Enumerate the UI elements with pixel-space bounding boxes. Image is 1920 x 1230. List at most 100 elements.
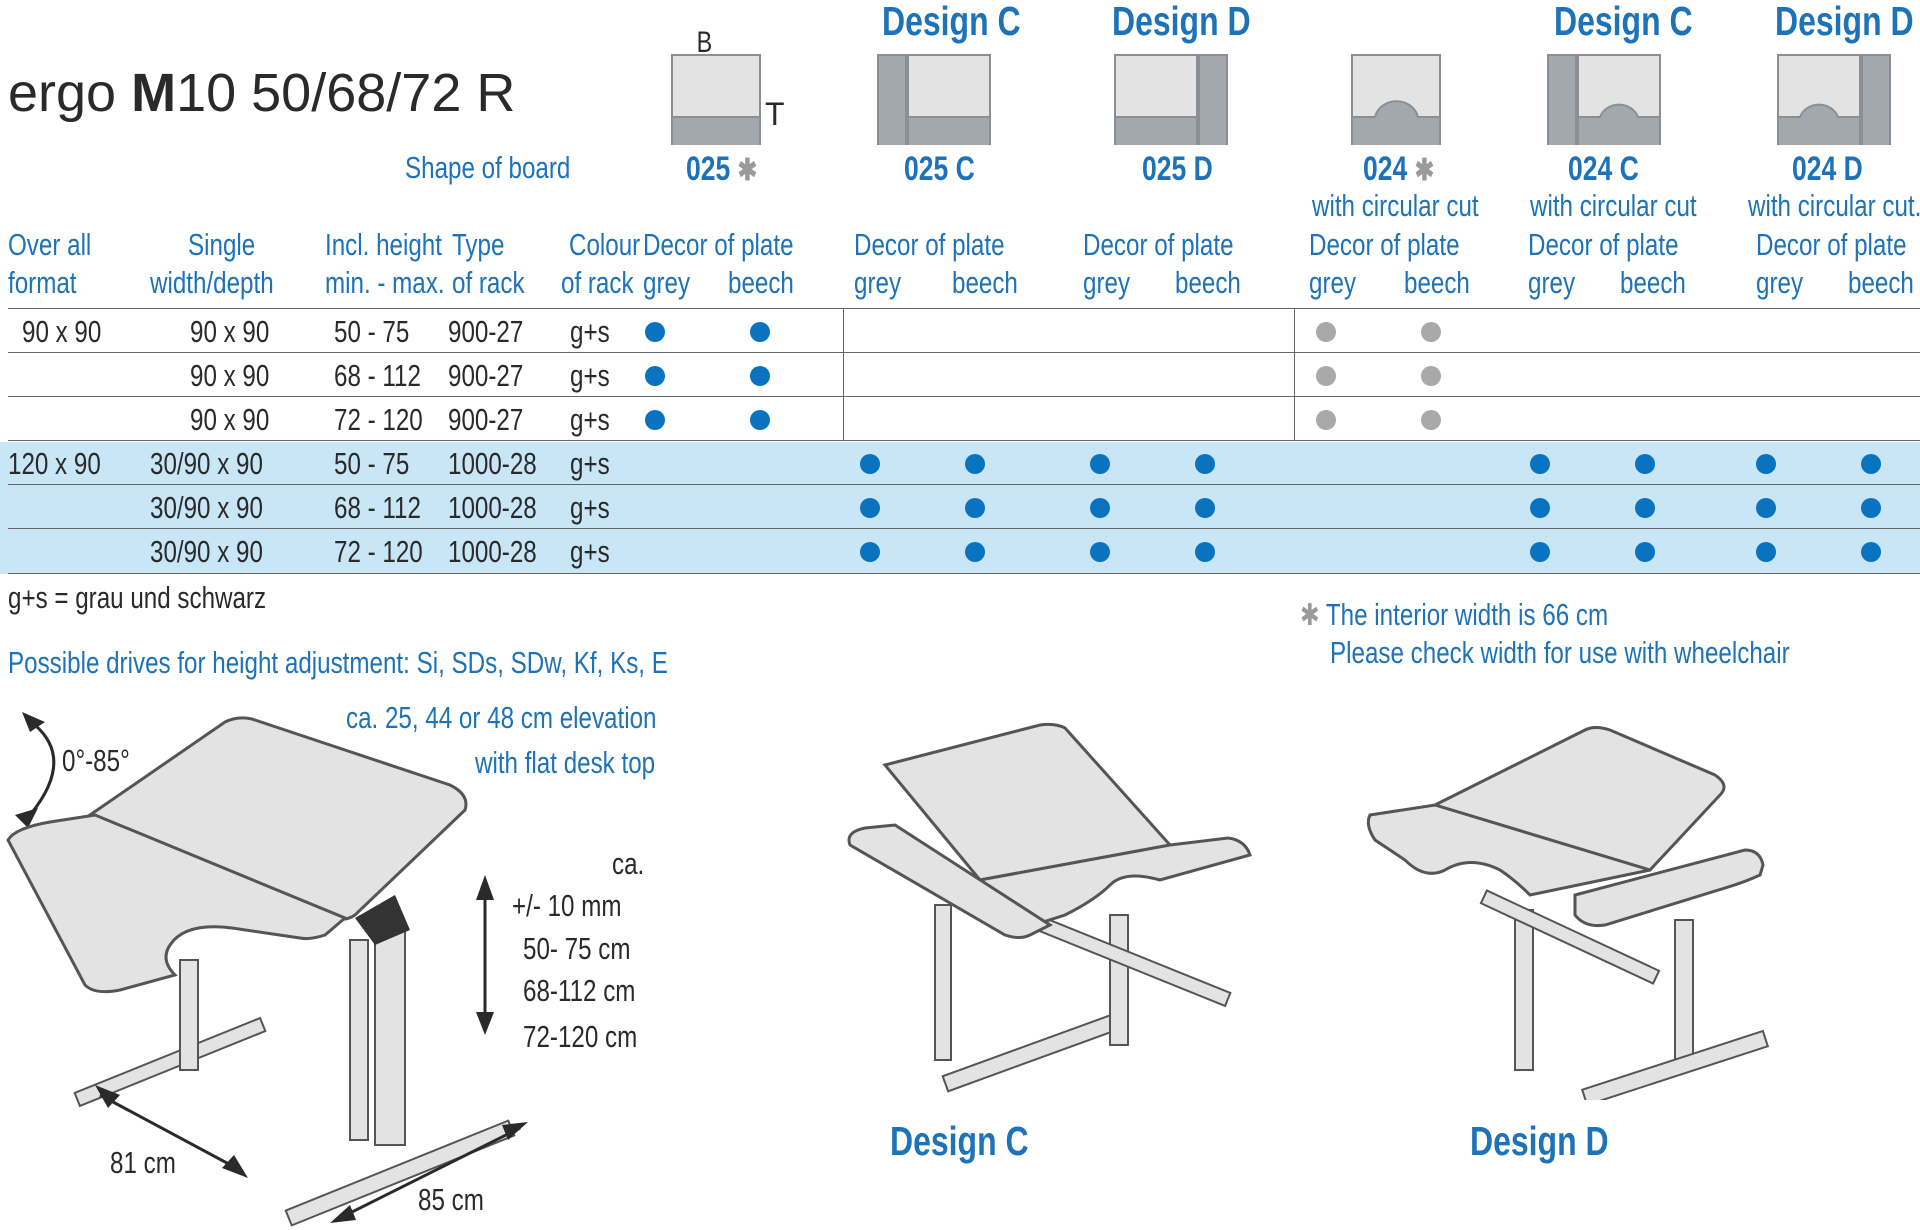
cell-colour: g+s <box>570 314 610 349</box>
availability-dot <box>1635 498 1655 518</box>
b-letter: B <box>697 25 713 58</box>
availability-dot <box>1530 454 1550 474</box>
cell-height: 68 - 112 <box>334 358 421 393</box>
footnote-line1: ✱ The interior width is 66 cm <box>1300 597 1609 632</box>
elevation-line2: with flat desk top <box>475 745 656 780</box>
cell-height: 68 - 112 <box>334 490 421 525</box>
availability-dot <box>1635 542 1655 562</box>
availability-dot <box>1530 498 1550 518</box>
code-024c: 024 C <box>1568 150 1639 188</box>
availability-dot <box>860 454 880 474</box>
availability-dot <box>1635 454 1655 474</box>
availability-dot <box>1861 542 1881 562</box>
col-divider <box>1294 309 1295 441</box>
hdr-rack-2: of rack <box>452 265 525 300</box>
hdr-rack-1: Type <box>452 227 505 262</box>
availability-dot <box>645 410 665 430</box>
row-divider <box>8 484 1920 485</box>
depth-label: 81 cm <box>110 1145 176 1180</box>
hdr-decor-024: Decor of plate <box>1309 227 1460 262</box>
hdr-single-2: width/depth <box>150 265 274 300</box>
elevation-line1: ca. 25, 44 or 48 cm elevation <box>346 700 657 735</box>
range-label-1: +/- 10 mm <box>512 888 622 923</box>
range-label-3: 68-112 cm <box>523 973 636 1008</box>
hdr-beech-024: beech <box>1404 265 1470 300</box>
desk-illustration <box>6 712 528 1227</box>
cell-rack: 900-27 <box>448 314 524 349</box>
hdr-beech-025: beech <box>728 265 794 300</box>
legend-text: g+s = grau und schwarz <box>8 580 267 615</box>
table-row: 30/90 x 90 72 - 120 1000-28 g+s <box>0 530 1920 574</box>
cell-height: 72 - 120 <box>334 402 423 437</box>
availability-dot-grey <box>1421 366 1441 386</box>
cell-rack: 900-27 <box>448 402 524 437</box>
availability-dot <box>1090 498 1110 518</box>
availability-dot <box>1861 498 1881 518</box>
hdr-overall-1: Over all <box>8 227 92 262</box>
hdr-decor-025: Decor of plate <box>643 227 794 262</box>
availability-dot <box>965 454 985 474</box>
cell-height: 50 - 75 <box>334 446 410 481</box>
hdr-grey-024d: grey <box>1756 265 1804 300</box>
cell-height: 50 - 75 <box>334 314 410 349</box>
tilt-label: 0°-85° <box>62 743 130 778</box>
code-024: 024 ✱ <box>1363 150 1435 188</box>
hdr-beech-025c: beech <box>952 265 1018 300</box>
design-c-illustration <box>847 722 1252 1093</box>
caption-design-c: Design C <box>890 1118 1029 1164</box>
cell-single: 30/90 x 90 <box>150 446 263 481</box>
cell-overall: 120 x 90 <box>8 446 101 481</box>
hdr-beech-025d: beech <box>1175 265 1241 300</box>
availability-dot <box>1756 454 1776 474</box>
availability-dot <box>750 366 770 386</box>
cell-single: 90 x 90 <box>190 402 270 437</box>
availability-dot <box>860 498 880 518</box>
availability-dot <box>1090 454 1110 474</box>
row-divider <box>8 396 1920 397</box>
availability-dot <box>965 498 985 518</box>
sub-024d: with circular cut. <box>1748 188 1920 223</box>
availability-dot <box>1861 454 1881 474</box>
cell-single: 90 x 90 <box>190 358 270 393</box>
cell-height: 72 - 120 <box>334 534 423 569</box>
cell-rack: 1000-28 <box>448 534 537 569</box>
hdr-height-1: Incl. height <box>325 227 442 262</box>
cell-single: 90 x 90 <box>190 314 270 349</box>
availability-dot <box>1530 542 1550 562</box>
cell-colour: g+s <box>570 534 610 569</box>
hdr-decor-025c: Decor of plate <box>854 227 1005 262</box>
t-letter: T <box>765 96 785 132</box>
hdr-decor-025d: Decor of plate <box>1083 227 1234 262</box>
hdr-decor-024d: Decor of plate <box>1756 227 1907 262</box>
cell-rack: 1000-28 <box>448 490 537 525</box>
width-label: 85 cm <box>418 1182 484 1217</box>
availability-dot <box>1195 498 1215 518</box>
hdr-colour-2: of rack <box>561 265 634 300</box>
cell-overall: 90 x 90 <box>22 314 102 349</box>
hdr-grey-024: grey <box>1309 265 1357 300</box>
code-025c: 025 C <box>904 150 975 188</box>
code-025d: 025 D <box>1142 150 1213 188</box>
table-row: 90 x 90 72 - 120 900-27 g+s <box>0 398 1920 442</box>
hdr-overall-2: format <box>8 265 77 300</box>
availability-dot <box>645 322 665 342</box>
design-heading-025d: Design D <box>1112 0 1251 44</box>
availability-dot <box>750 322 770 342</box>
availability-dot <box>645 366 665 386</box>
cell-single: 30/90 x 90 <box>150 534 263 569</box>
board-shapes: B T <box>671 25 1891 145</box>
hdr-grey-025d: grey <box>1083 265 1131 300</box>
table-row: 120 x 90 30/90 x 90 50 - 75 1000-28 g+s <box>0 442 1920 486</box>
cell-colour: g+s <box>570 402 610 437</box>
design-heading-025c: Design C <box>882 0 1021 44</box>
availability-dot-grey <box>1421 322 1441 342</box>
col-divider <box>843 309 844 441</box>
cell-colour: g+s <box>570 446 610 481</box>
availability-dot <box>1090 542 1110 562</box>
availability-dot <box>750 410 770 430</box>
cell-rack: 1000-28 <box>448 446 537 481</box>
hdr-grey-024c: grey <box>1528 265 1576 300</box>
cell-rack: 900-27 <box>448 358 524 393</box>
